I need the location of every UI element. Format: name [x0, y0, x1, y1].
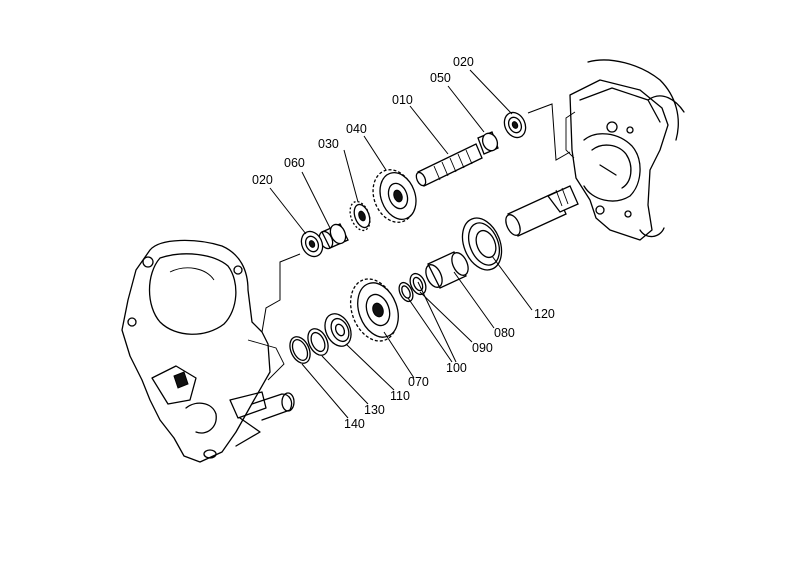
leader-lines: [269, 69, 533, 419]
callout-030: 030: [318, 137, 339, 151]
assembly-guide-upper: [527, 103, 571, 161]
part-020-upper-bearing: [503, 111, 527, 139]
part-050-collar: [477, 131, 499, 155]
callout-060: 060: [284, 156, 305, 170]
part-060-collar: [318, 223, 349, 250]
callout-010: 010: [392, 93, 413, 107]
part-070-gear: [349, 278, 399, 342]
callout-020-lower: 020: [252, 173, 273, 187]
callout-100: 100: [446, 361, 467, 375]
callout-140: 140: [344, 417, 365, 431]
part-140-ring: [289, 336, 311, 364]
left-housing: [121, 239, 295, 463]
part-010-shaft: [415, 143, 483, 187]
part-040-gear: [372, 169, 417, 223]
output-shaft: [505, 185, 579, 237]
part-020-lower-bearing: [300, 230, 324, 258]
callout-120: 120: [534, 307, 555, 321]
callout-020-upper: 020: [453, 55, 474, 69]
assembly-guide-left: [261, 253, 301, 333]
callout-040: 040: [346, 122, 367, 136]
part-080-sleeve: [425, 251, 469, 289]
right-housing: [565, 59, 685, 241]
callout-050: 050: [430, 71, 451, 85]
part-120-bearing: [461, 217, 503, 271]
callout-labels: 020 050 010 040 030 060 020 120 080 090 …: [252, 55, 555, 431]
part-130-ring: [307, 328, 329, 356]
part-110-bearing: [324, 313, 352, 347]
callout-080: 080: [494, 326, 515, 340]
callout-090: 090: [472, 341, 493, 355]
part-030-gear: [349, 200, 371, 232]
callout-070: 070: [408, 375, 429, 389]
callout-130: 130: [364, 403, 385, 417]
callout-110: 110: [390, 389, 410, 403]
